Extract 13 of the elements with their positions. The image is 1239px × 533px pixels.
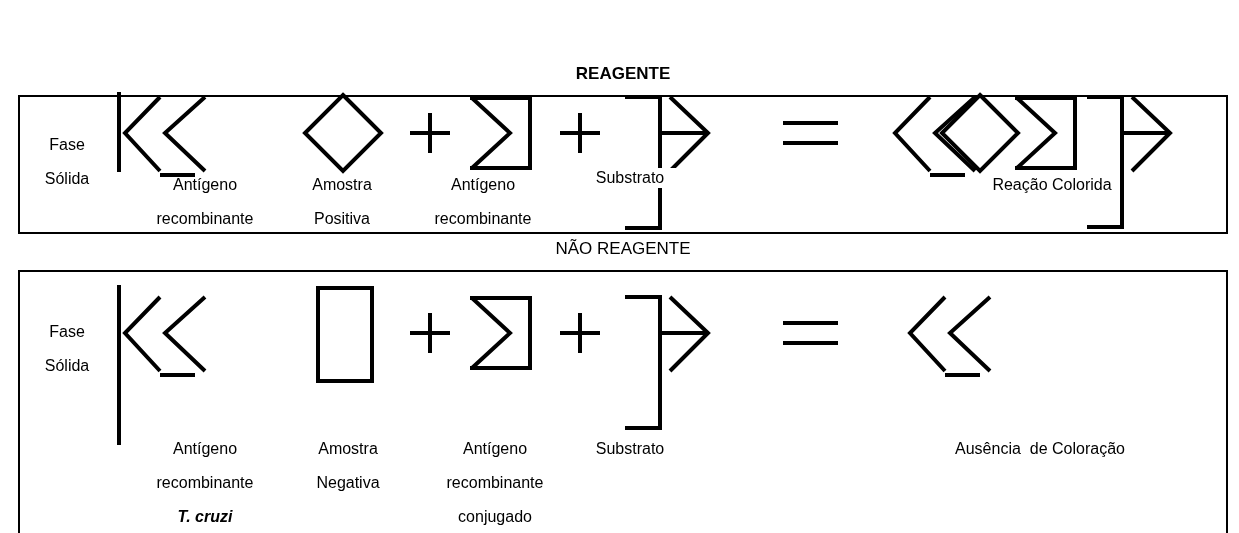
caption: Antígeno recombinante conjugado xyxy=(445,439,545,527)
caption: Antígeno recombinante xyxy=(155,175,255,229)
caption: Fase Sólida xyxy=(43,135,91,189)
panel-title: REAGENTE xyxy=(574,64,672,84)
caption: Antígeno recombinante T. cruzi xyxy=(155,439,255,527)
caption: Antígeno recombinante xyxy=(433,175,533,229)
caption: Substrato xyxy=(594,439,666,459)
caption: Amostra Negativa xyxy=(315,439,381,493)
panel-title: NÃO REAGENTE xyxy=(554,239,692,259)
caption: Ausência de Coloração xyxy=(954,439,1126,459)
caption: Reação Colorida xyxy=(991,175,1113,195)
caption: Fase Sólida xyxy=(43,322,91,376)
caption: Amostra Positiva xyxy=(311,175,373,229)
